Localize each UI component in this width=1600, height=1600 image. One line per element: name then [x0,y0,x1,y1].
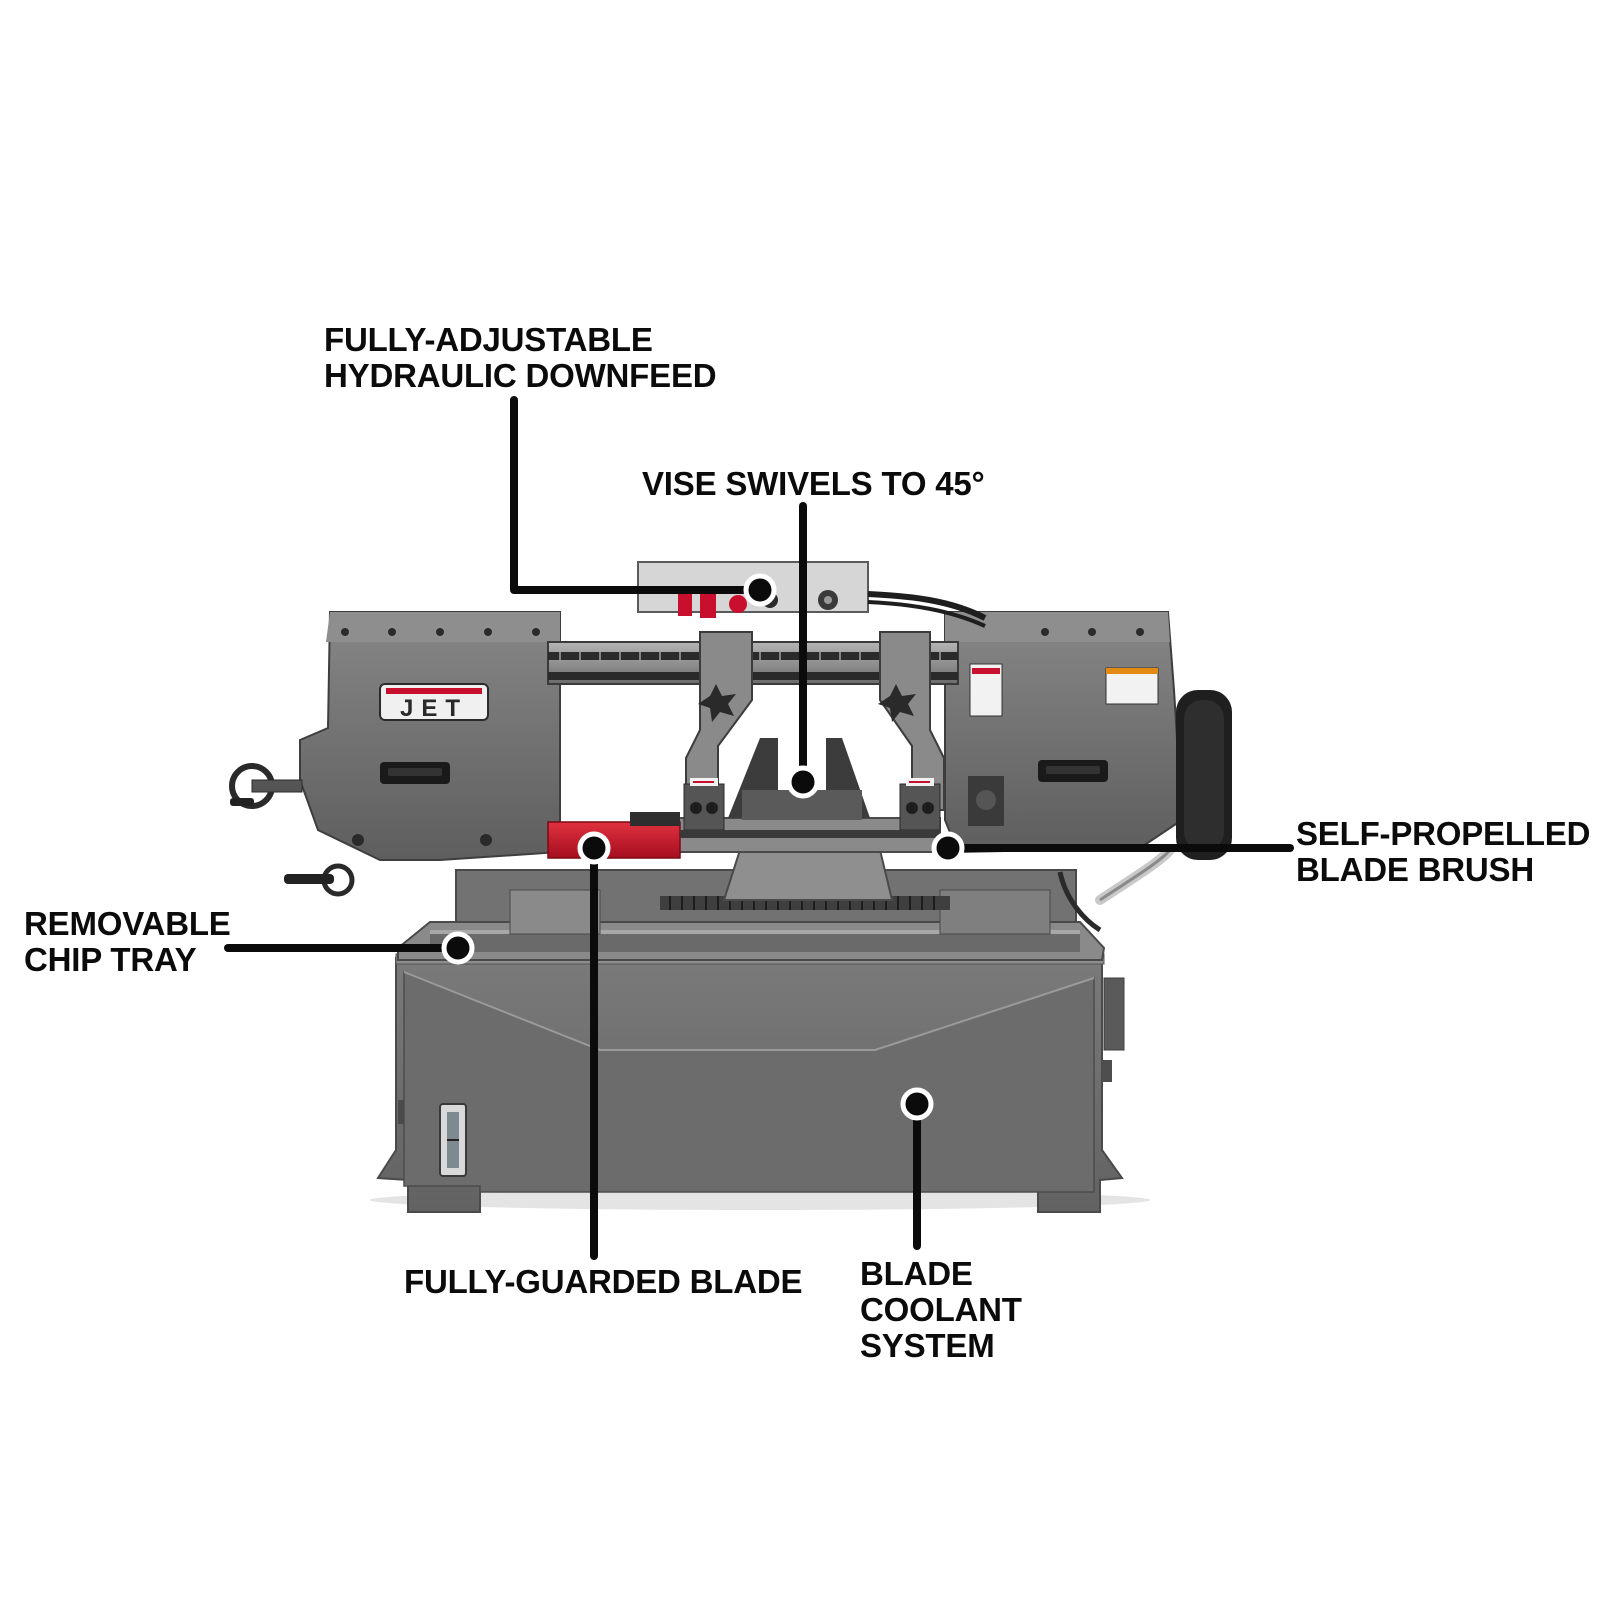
callout-downfeed: FULLY-ADJUSTABLE HYDRAULIC DOWNFEED [324,321,717,394]
callout-chip-tray: REMOVABLE CHIP TRAY [24,906,231,978]
callout-guarded-blade: FULLY-GUARDED BLADE [404,1263,803,1300]
callout-chip-tray-line-2: CHIP TRAY [24,941,197,978]
downfeed-leader [510,396,764,594]
right-head-guard [944,611,1232,933]
callout-vise: VISE SWIVELS TO 45° [642,466,985,502]
coolant-dot [900,1087,934,1121]
downfeed-dot [743,573,777,607]
vise-jaws [728,738,870,820]
callout-guarded-blade-line-1: FULLY-GUARDED BLADE [404,1263,803,1300]
left-head-guard [229,611,561,897]
jet-logo: JET [379,683,489,722]
callout-brush: SELF-PROPELLED BLADE BRUSH [1296,816,1590,888]
callout-brush-line-2: BLADE BRUSH [1296,851,1534,888]
callout-chip-tray-line-1: REMOVABLE [24,905,231,942]
jet-logo-text: JET [400,695,468,722]
callout-vise-line-1: VISE SWIVELS TO 45° [642,465,985,502]
guarded-blade-dot [577,831,611,865]
vise-dot [786,765,820,799]
blade-guide-arms [683,631,945,831]
brush-dot [931,831,965,865]
callout-downfeed-line-1: FULLY-ADJUSTABLE [324,321,653,358]
callout-coolant-line-3: SYSTEM [860,1327,995,1364]
red-blade-guard [547,812,940,859]
callout-downfeed-line-2: HYDRAULIC DOWNFEED [324,357,717,394]
callout-coolant: BLADE COOLANT SYSTEM [860,1256,1022,1364]
callout-coolant-line-2: COOLANT [860,1291,1022,1328]
callout-brush-line-1: SELF-PROPELLED [1296,815,1591,852]
callout-coolant-line-1: BLADE [860,1255,973,1292]
chip-tray-dot [441,931,475,965]
